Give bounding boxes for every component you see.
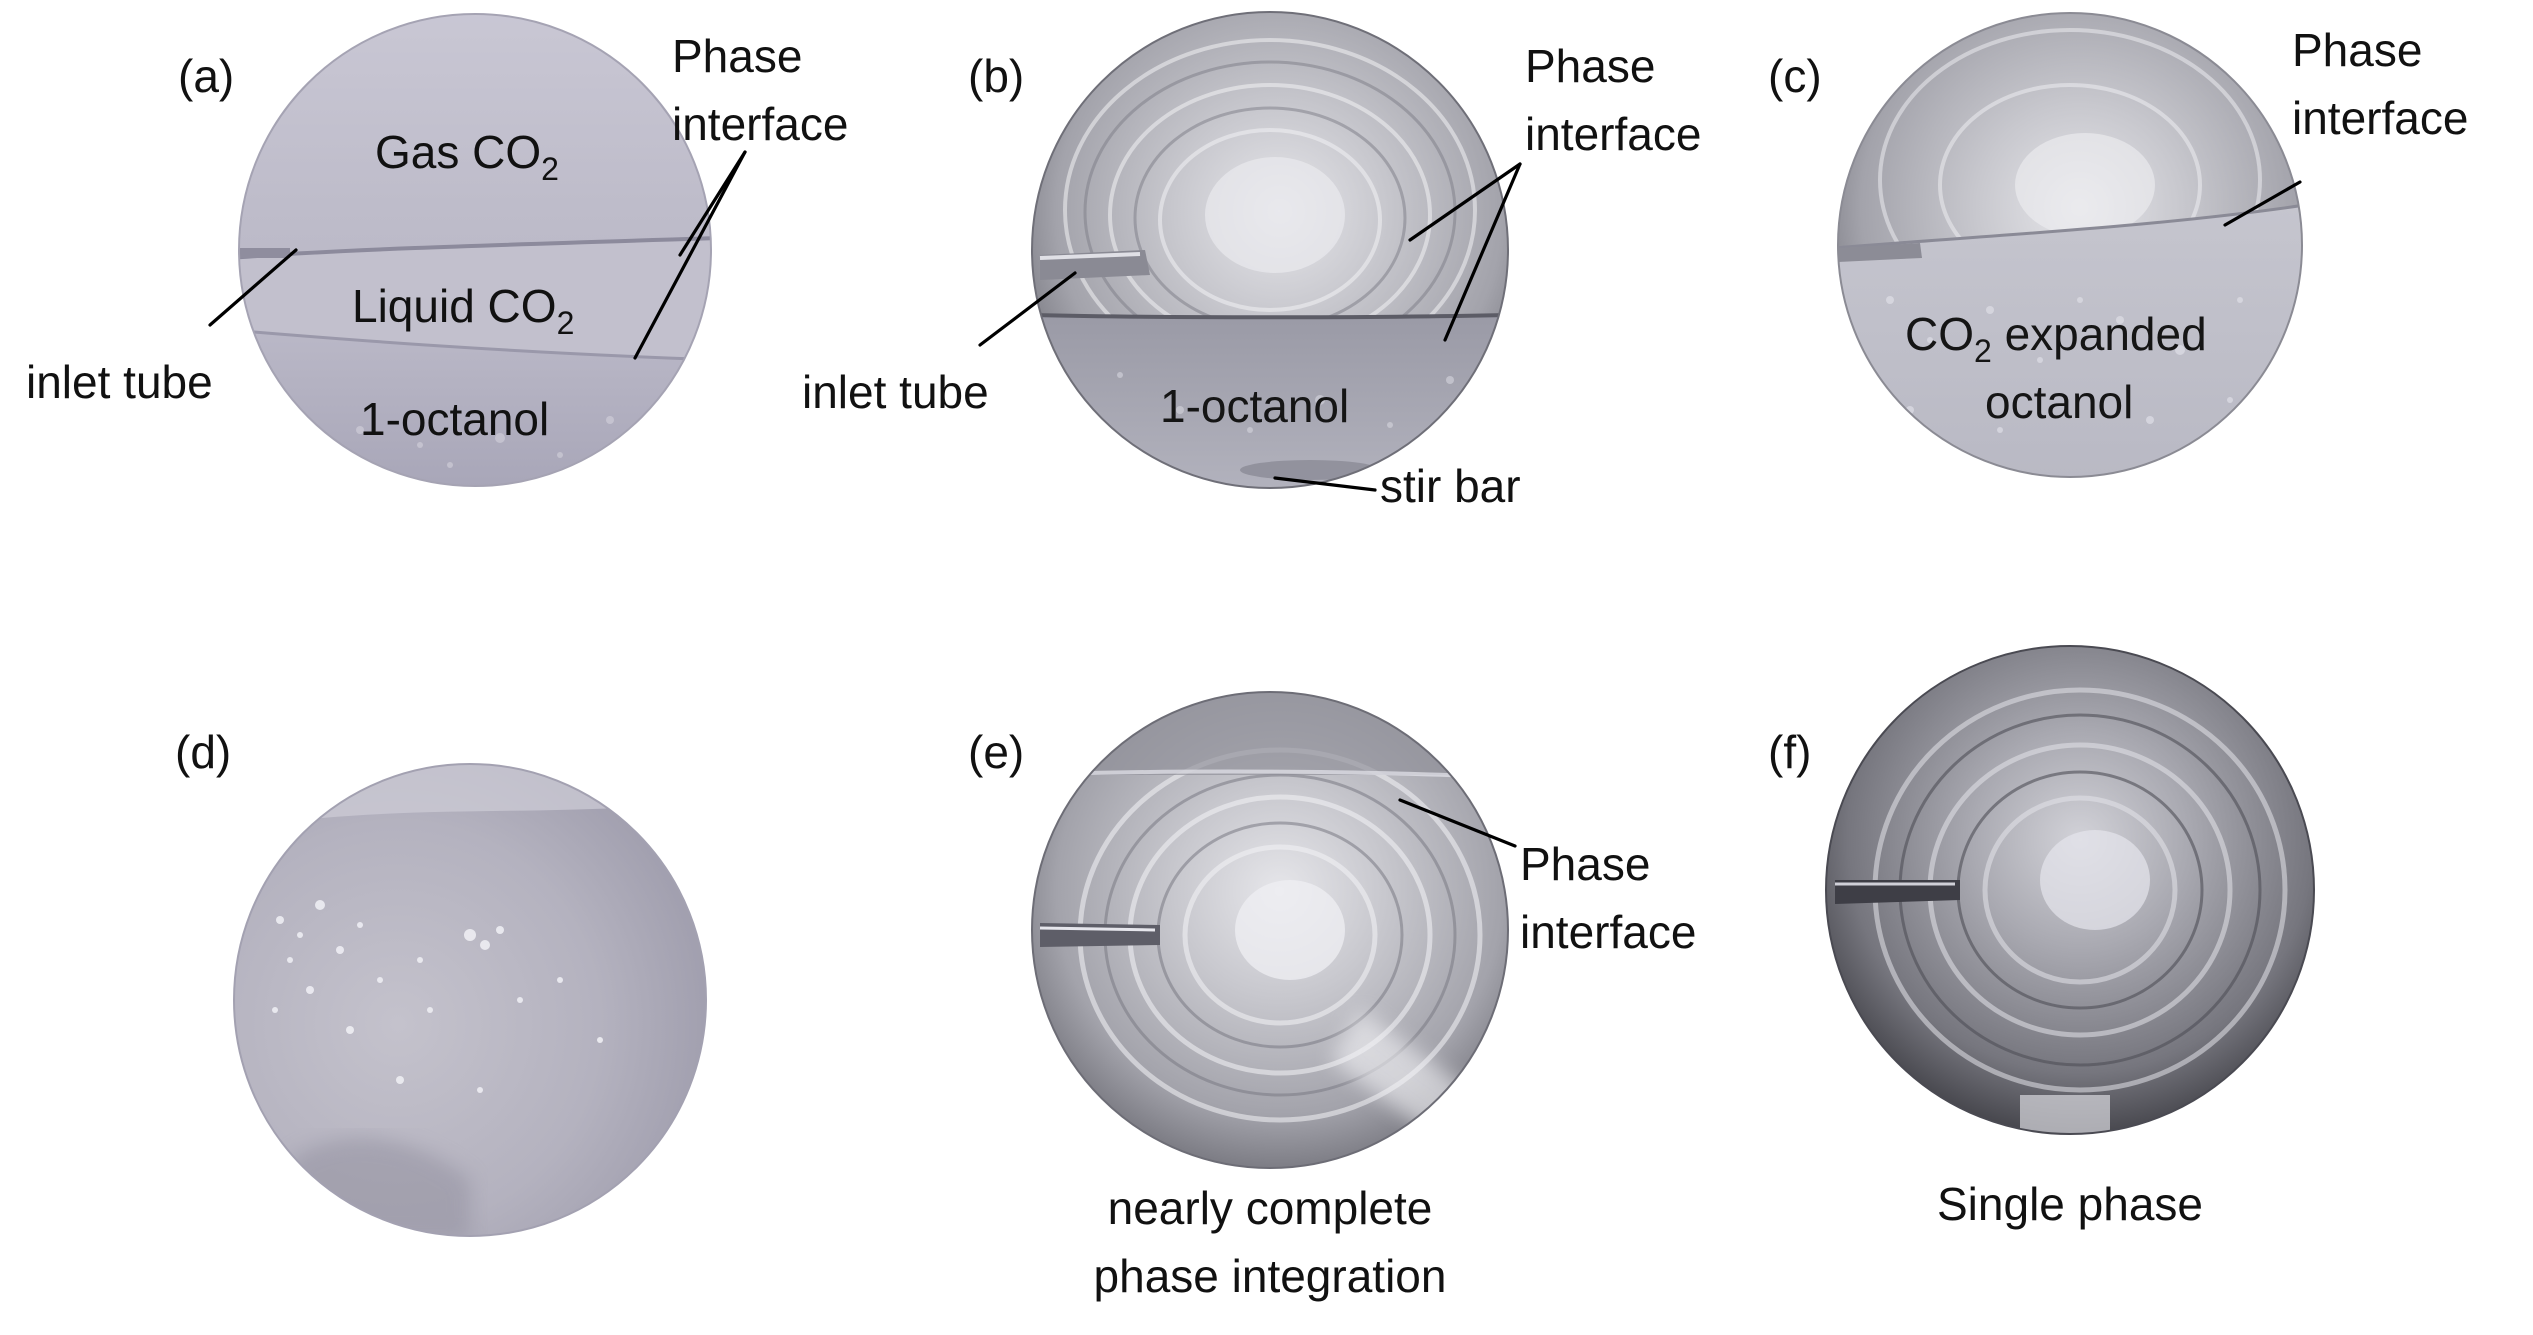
panel-d-photo [234,764,706,1236]
panel-b: (b) 1-octanol inlet tube stir bar Phase … [802,11,1701,512]
panel-a-gas-label: Gas CO2 [375,126,559,187]
panel-f-photo [1826,646,2314,1134]
panel-a-inlet-label: inlet tube [26,356,213,408]
panel-b-inlet-label: inlet tube [802,366,989,418]
panel-e-caption-line1: nearly complete [1108,1182,1433,1234]
panel-c-expanded-line2: octanol [1985,376,2133,428]
panel-a-photo [239,14,711,486]
panel-a-inlet-leader [208,248,298,327]
panel-e-letter: (e) [968,726,1024,778]
panel-a-liquid-label: Liquid CO2 [352,280,574,341]
panel-c-interface-leader [2223,180,2302,227]
panel-c-letter: (c) [1768,50,1822,102]
panel-f-caption: Single phase [1937,1178,2203,1230]
panel-b-inlet-leader [978,271,1077,347]
panel-f: (f) Single phase [1768,645,2315,1230]
panel-a-octanol-label: 1-octanol [360,393,549,445]
panel-e: (e) Phase interface nearly complete phas… [968,691,1696,1302]
panel-b-photo [1032,12,1508,488]
panel-e-caption-line2: phase integration [1094,1250,1447,1302]
panel-c-interface-line2: interface [2292,92,2468,144]
panel-b-stir-label: stir bar [1380,460,1521,512]
panel-c: (c) CO2 expanded octanol Phase interface [1768,12,2468,478]
panel-a-interface-line2: interface [672,98,848,150]
panel-e-interface-leader [1398,798,1517,848]
panel-b-interface-leader-upper [1408,162,1522,242]
panel-e-interface-line1: Phase [1520,838,1650,890]
panel-b-letter: (b) [968,50,1024,102]
panel-c-photo [1838,13,2302,477]
panel-a-letter: (a) [178,50,234,102]
panel-a: (a) Gas CO2 Liquid CO2 1-octanol inlet t… [26,13,848,487]
panel-b-octanol-label: 1-octanol [1160,380,1349,432]
panel-c-interface-line1: Phase [2292,24,2422,76]
panel-a-interface-leader-lower [633,150,747,360]
panel-b-interface-leader-lower [1443,162,1522,342]
panel-e-interface-line2: interface [1520,906,1696,958]
panel-d-letter: (d) [175,726,231,778]
panel-b-interface-line2: interface [1525,108,1701,160]
panel-a-interface-line1: Phase [672,30,802,82]
panel-b-interface-line1: Phase [1525,40,1655,92]
panel-d: (d) [175,726,707,1237]
panel-c-expanded-label: CO2 expanded [1905,308,2207,369]
panel-b-stir-leader [1273,476,1377,492]
panel-f-letter: (f) [1768,726,1811,778]
